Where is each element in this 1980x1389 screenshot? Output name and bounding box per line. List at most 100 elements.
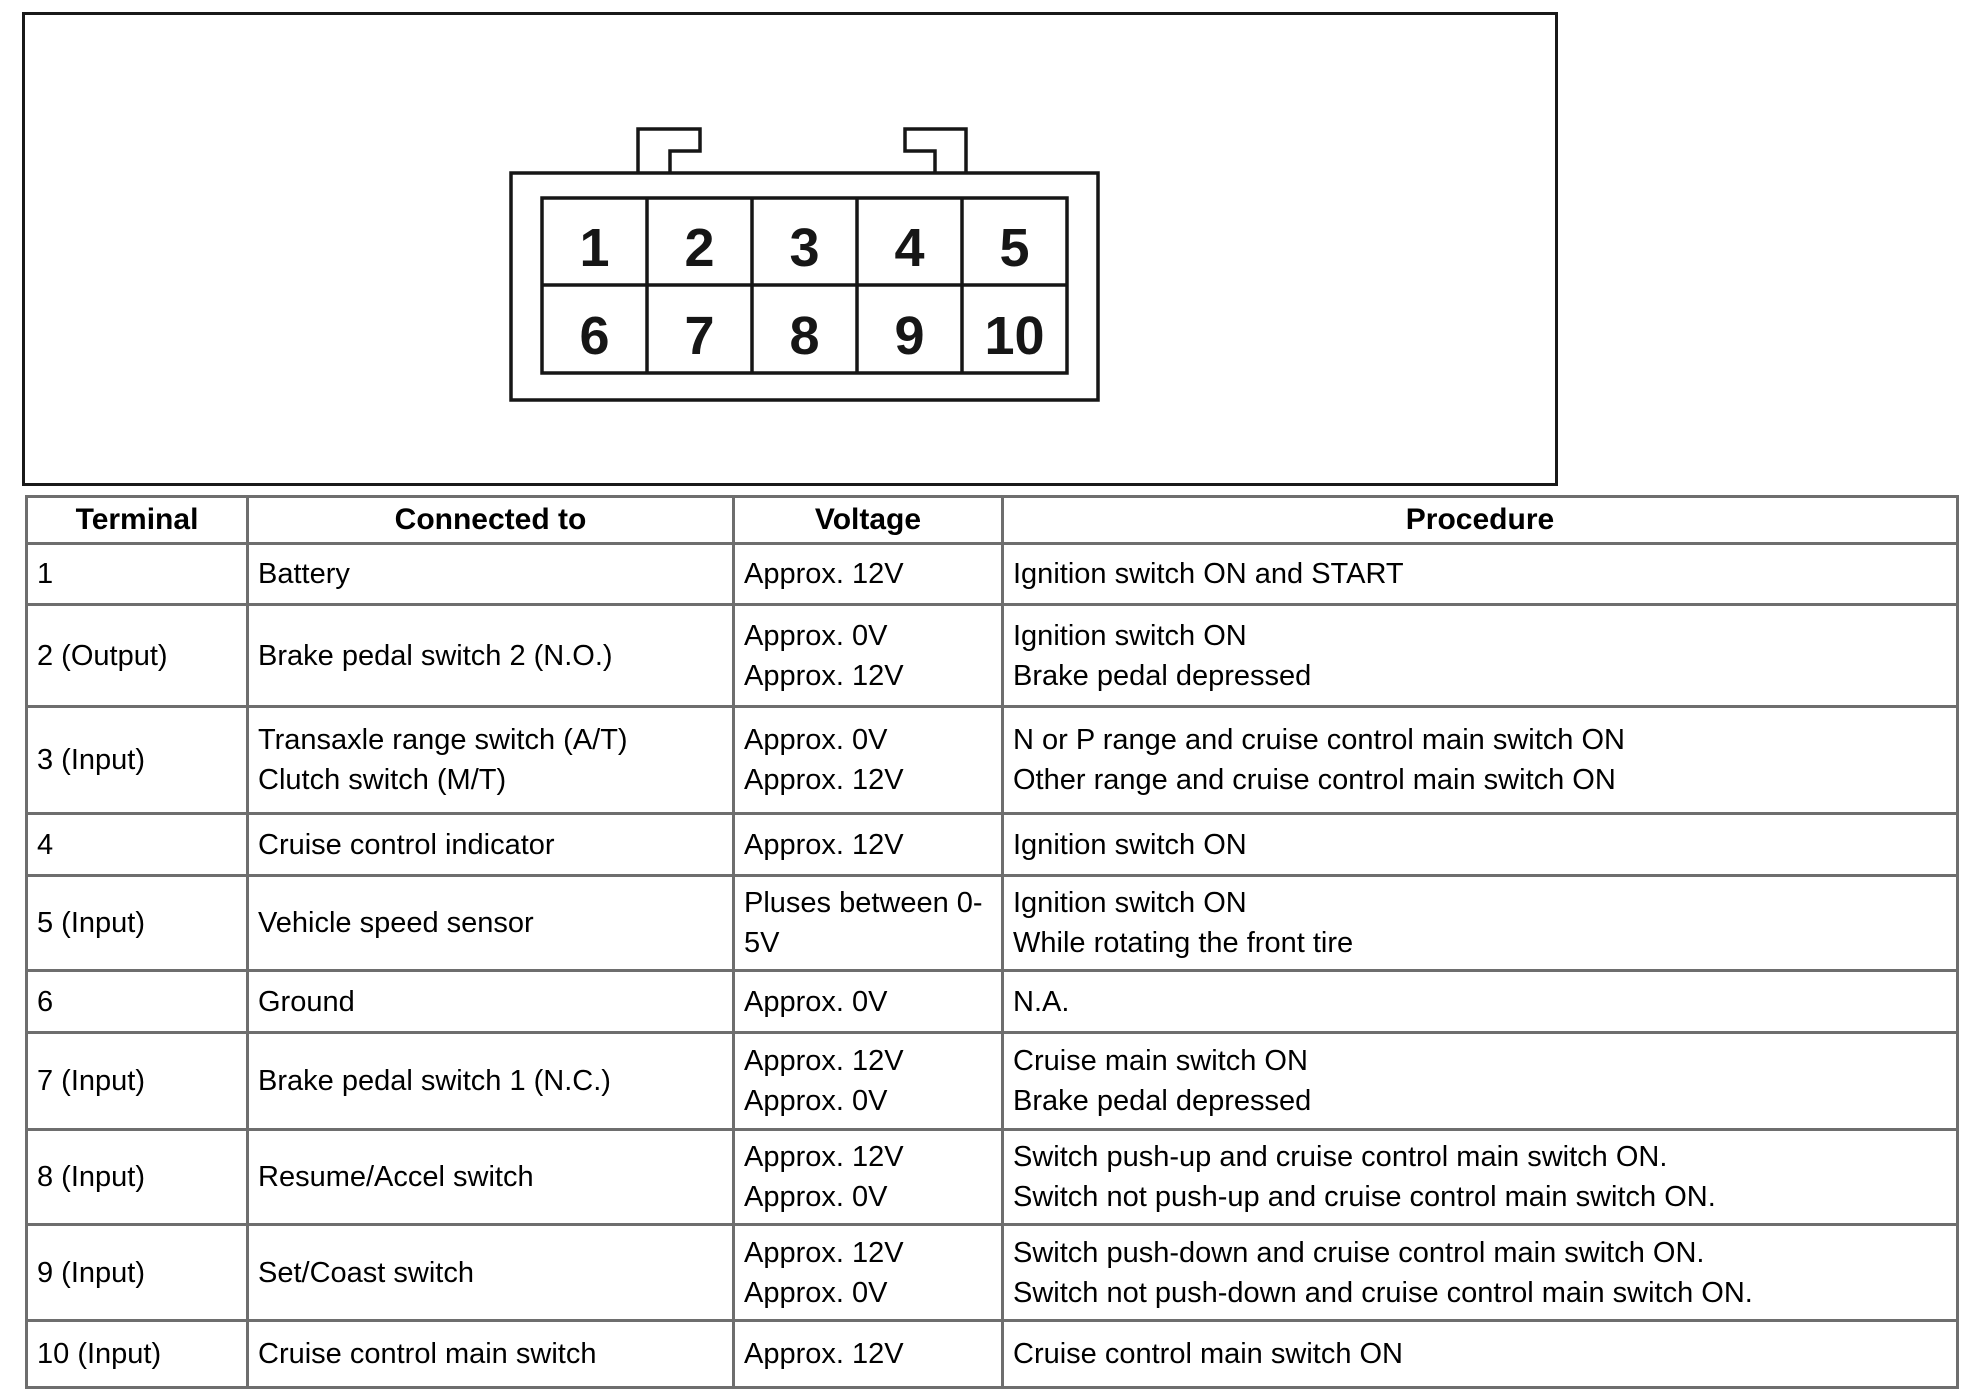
cell-line: Approx. 0V bbox=[744, 619, 888, 652]
terminal-table: Terminal Connected to Voltage Procedure … bbox=[25, 495, 1959, 1389]
pin-number: 10 bbox=[984, 306, 1044, 366]
pin-number: 2 bbox=[684, 218, 714, 278]
cell-connected-to: Ground bbox=[246, 969, 735, 1034]
cell-voltage: Approx. 12V bbox=[732, 542, 1004, 606]
pin-number: 7 bbox=[684, 306, 714, 366]
cell-line: Approx. 0V bbox=[744, 1085, 888, 1117]
table-header-row: Terminal Connected to Voltage Procedure bbox=[25, 495, 1959, 545]
cell-line: Brake pedal depressed bbox=[1013, 1085, 1312, 1117]
table-row: 3 (Input) Transaxle range switch (A/T) Clu… bbox=[25, 705, 1959, 815]
cell-terminal: 10 (Input) bbox=[25, 1319, 249, 1389]
cell-terminal: 9 (Input) bbox=[25, 1223, 249, 1322]
cell-line: Switch push-down and cruise control main… bbox=[1013, 1236, 1705, 1269]
cell-line: Approx. 0V bbox=[744, 724, 888, 756]
cell-line: 10 (Input) bbox=[37, 1338, 162, 1370]
cell-line: Approx. 12V bbox=[744, 1236, 904, 1269]
cell-line: Switch not push-down and cruise control … bbox=[1013, 1276, 1753, 1309]
cell-line: Approx. 12V bbox=[744, 764, 904, 796]
cell-line: 7 (Input) bbox=[37, 1065, 145, 1097]
pin-number: 9 bbox=[894, 306, 924, 366]
cell-connected-to: Vehicle speed sensor bbox=[246, 874, 735, 972]
connector-tab-left bbox=[636, 127, 702, 173]
cell-terminal: 5 (Input) bbox=[25, 874, 249, 972]
cell-line: Brake pedal depressed bbox=[1013, 659, 1312, 692]
pin-number: 6 bbox=[579, 306, 609, 366]
cell-line: 6 bbox=[37, 985, 54, 1018]
cell-line: Set/Coast switch bbox=[258, 1256, 474, 1289]
cell-terminal: 4 bbox=[25, 812, 249, 877]
cell-line: Vehicle speed sensor bbox=[258, 907, 534, 939]
cell-line: Transaxle range switch (A/T) bbox=[258, 724, 628, 756]
cell-procedure: Cruise main switch ON Brake pedal depress… bbox=[1001, 1031, 1959, 1131]
cell-line: Ignition switch ON bbox=[1013, 828, 1247, 861]
cell-line: Cruise control main switch ON bbox=[1013, 1338, 1403, 1370]
cell-line: Cruise control main switch bbox=[258, 1338, 597, 1370]
table-row: 7 (Input)Brake pedal switch 1 (N.C.)Appr… bbox=[25, 1031, 1959, 1131]
cell-line: 2 (Output) bbox=[37, 639, 168, 672]
cell-terminal: 1 bbox=[25, 542, 249, 606]
cell-voltage: Approx. 12V bbox=[732, 1319, 1004, 1389]
cell-procedure: Ignition switch ON bbox=[1001, 812, 1959, 877]
cell-voltage: Approx. 12V bbox=[732, 812, 1004, 877]
cell-line: Ground bbox=[258, 985, 355, 1018]
pin-number: 8 bbox=[789, 306, 819, 366]
cell-line: Cruise main switch ON bbox=[1013, 1045, 1308, 1077]
cell-line: 1 bbox=[37, 558, 54, 590]
cell-voltage: Pluses between 0-5V bbox=[732, 874, 1004, 972]
cell-terminal: 8 (Input) bbox=[25, 1128, 249, 1226]
cell-line: Resume/Accel switch bbox=[258, 1161, 534, 1193]
cell-procedure: N or P range and cruise control main swi… bbox=[1001, 705, 1959, 815]
cell-connected-to: Cruise control indicator bbox=[246, 812, 735, 877]
cell-line: Cruise control indicator bbox=[258, 828, 555, 861]
connector-tab-right bbox=[903, 127, 968, 173]
table-row: 5 (Input) Vehicle speed sensor Pluses betw… bbox=[25, 874, 1959, 972]
cell-voltage: Approx. 0V Approx. 12V bbox=[732, 603, 1004, 708]
cell-procedure: Cruise control main switch ON bbox=[1001, 1319, 1959, 1389]
cell-line: Approx. 12V bbox=[744, 659, 904, 692]
header-procedure: Procedure bbox=[1001, 495, 1959, 545]
manual-page: { "diagram": { "pins_row1": ["1", "2", "… bbox=[22, 12, 1959, 1389]
cell-line: Approx. 0V bbox=[744, 1276, 888, 1309]
table-row: 4 Cruise control indicator Approx. 12V Igni… bbox=[25, 812, 1959, 877]
cell-voltage: Approx. 0V bbox=[732, 969, 1004, 1034]
cell-line: 3 (Input) bbox=[37, 744, 145, 776]
cell-line: Brake pedal switch 2 (N.O.) bbox=[258, 639, 613, 672]
header-voltage: Voltage bbox=[732, 495, 1004, 545]
cell-terminal: 2 (Output) bbox=[25, 603, 249, 708]
pin-number: 1 bbox=[579, 218, 609, 278]
cell-line: N or P range and cruise control main swi… bbox=[1013, 724, 1625, 756]
cell-line: Approx. 12V bbox=[744, 1045, 904, 1077]
cell-line: Approx. 0V bbox=[744, 985, 888, 1018]
cell-voltage: Approx. 0V Approx. 12V bbox=[732, 705, 1004, 815]
cell-line: Clutch switch (M/T) bbox=[258, 764, 507, 796]
cell-line: 5 (Input) bbox=[37, 907, 145, 939]
header-terminal: Terminal bbox=[25, 495, 249, 545]
cell-connected-to: Transaxle range switch (A/T) Clutch switc… bbox=[246, 705, 735, 815]
cell-connected-to: Set/Coast switch bbox=[246, 1223, 735, 1322]
cell-line: Approx. 12V bbox=[744, 1141, 904, 1173]
table-row: 10 (Input) Cruise control main switch Appr… bbox=[25, 1319, 1959, 1389]
cell-line: 4 bbox=[37, 828, 54, 861]
pin-number: 5 bbox=[999, 218, 1029, 278]
cell-line: Ignition switch ON bbox=[1013, 887, 1247, 919]
cell-line: Switch not push-up and cruise control ma… bbox=[1013, 1181, 1716, 1213]
cell-line: Battery bbox=[258, 558, 350, 590]
table-row: 2 (Output) Brake pedal switch 2 (N.O.) App… bbox=[25, 603, 1959, 708]
header-connected-to: Connected to bbox=[246, 495, 735, 545]
cell-line: Approx. 12V bbox=[744, 828, 904, 861]
cell-line: Other range and cruise control main swit… bbox=[1013, 764, 1616, 796]
cell-line: Approx. 12V bbox=[744, 1338, 904, 1370]
cell-line: Pluses between 0- bbox=[744, 887, 983, 919]
cell-connected-to: Battery bbox=[246, 542, 735, 606]
cell-line: 8 (Input) bbox=[37, 1161, 145, 1193]
pin-number: 3 bbox=[789, 218, 819, 278]
cell-voltage: Approx. 12V Approx. 0V bbox=[732, 1031, 1004, 1131]
cell-voltage: Approx. 12V Approx. 0V bbox=[732, 1223, 1004, 1322]
